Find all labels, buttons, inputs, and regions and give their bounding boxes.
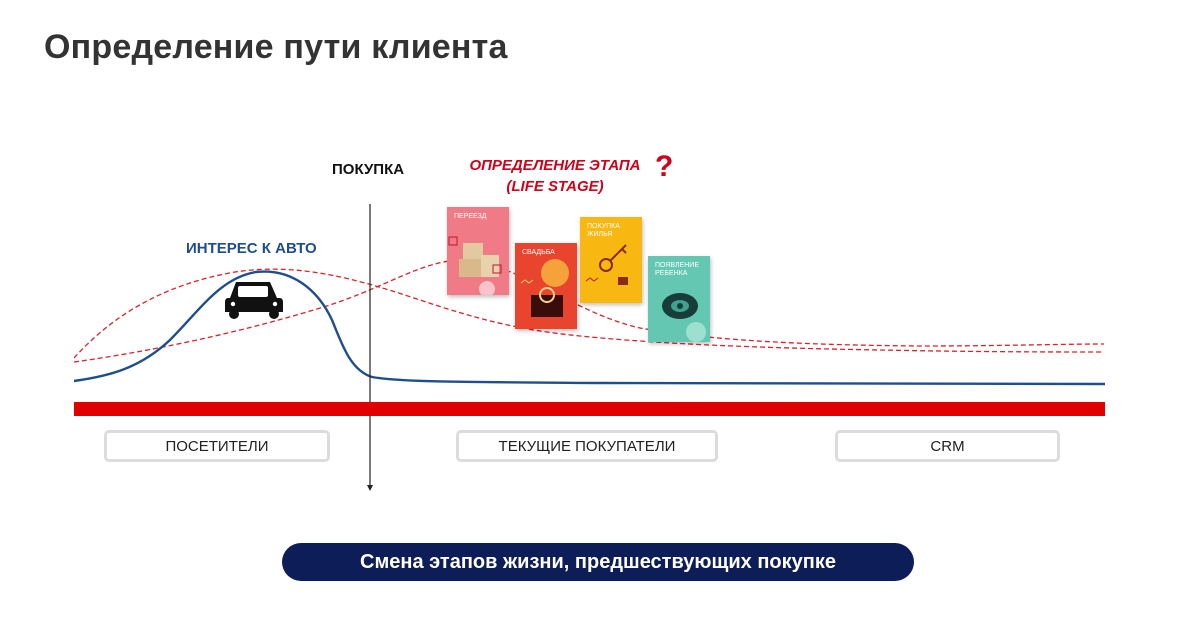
timeline-bar: [74, 402, 1105, 416]
card-home-label: ПОКУПКА ЖИЛЬЯ: [587, 223, 620, 238]
card-home: ПОКУПКА ЖИЛЬЯ: [580, 217, 642, 303]
stage-crm: CRM: [835, 430, 1060, 462]
keys-icon: [585, 244, 628, 285]
card-baby: ПОЯВЛЕНИЕ РЕБЕНКА: [648, 256, 710, 342]
life-stage-label-line2: (LIFE STAGE): [506, 178, 604, 195]
life-stage-curve-1: [73, 268, 1105, 359]
interest-label: ИНТЕРЕС К АВТО: [186, 240, 317, 257]
page-title: Определение пути клиента: [44, 28, 508, 66]
pacifier-icon: [662, 293, 706, 342]
card-wedding-label: СВАДЬБА: [522, 249, 555, 256]
interest-curve: [73, 270, 1106, 386]
purchase-arrow-icon: [367, 485, 373, 491]
question-mark: ?: [655, 150, 674, 183]
stage-visitors: ПОСЕТИТЕЛИ: [104, 430, 330, 462]
card-move-label: ПЕРЕЕЗД: [454, 213, 487, 220]
boxes-icon: [448, 236, 502, 295]
card-wedding: СВАДЬБА: [515, 243, 577, 329]
car-icon: [225, 282, 283, 319]
card-baby-label: ПОЯВЛЕНИЕ РЕБЕНКА: [655, 262, 699, 277]
life-stage-label: ОПРЕДЕЛЕНИЕ ЭТАПА (LIFE STAGE): [455, 155, 655, 197]
life-stage-label-line1: ОПРЕДЕЛЕНИЕ ЭТАПА: [469, 157, 641, 174]
purchase-label: ПОКУПКА: [332, 161, 405, 178]
card-move: ПЕРЕЕЗД: [447, 207, 509, 295]
ring-icon: [520, 259, 569, 317]
footer-banner: Смена этапов жизни, предшествующих покуп…: [282, 543, 914, 581]
stage-current-buyers: ТЕКУЩИЕ ПОКУПАТЕЛИ: [456, 430, 718, 462]
